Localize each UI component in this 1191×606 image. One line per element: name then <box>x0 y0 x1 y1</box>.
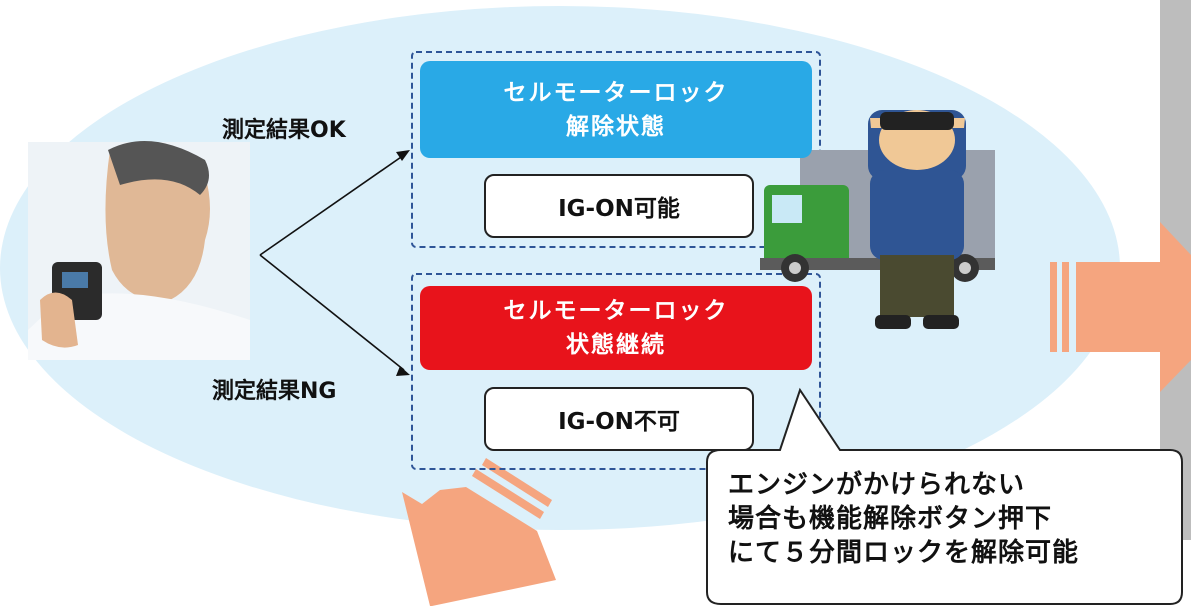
worker-truck-illustration <box>760 110 995 329</box>
ng-header-line1: セルモーターロック <box>503 298 729 324</box>
arrowhead-ok <box>396 150 410 161</box>
callout-line1: エンジンがかけられない <box>728 470 1026 500</box>
ng-ig-status-box: IG-ON不可 <box>484 387 754 451</box>
callout-line2: 場合も機能解除ボタン押下 <box>728 504 1053 534</box>
ok-lock-header: セルモーターロック 解除状態 <box>420 61 812 158</box>
ng-lock-header: セルモーターロック 状態継続 <box>420 286 812 370</box>
right-arrow <box>1050 222 1191 392</box>
callout-text: エンジンがかけられない 場合も機能解除ボタン押下 にて５分間ロックを解除可能 <box>728 468 1079 570</box>
callout-bubble <box>706 387 1183 605</box>
callout-line3: にて５分間ロックを解除可能 <box>728 538 1080 568</box>
branch-arrows <box>259 154 405 371</box>
ok-ig-status-box: IG-ON可能 <box>484 174 754 238</box>
ng-dashed-frame <box>411 273 821 470</box>
result-ng-label: 測定結果NG <box>212 379 337 404</box>
person-breathalyzer-photo <box>28 141 250 360</box>
ok-header-line1: セルモーターロック <box>503 79 729 106</box>
result-ok-label: 測定結果OK <box>222 118 346 143</box>
background-ellipse <box>0 6 1120 530</box>
ok-dashed-frame <box>411 51 821 248</box>
ng-header-line2: 状態継続 <box>566 332 666 358</box>
ok-header-line2: 解除状態 <box>566 113 666 140</box>
down-left-arrow <box>402 458 556 606</box>
arrowhead-ng <box>396 366 410 376</box>
